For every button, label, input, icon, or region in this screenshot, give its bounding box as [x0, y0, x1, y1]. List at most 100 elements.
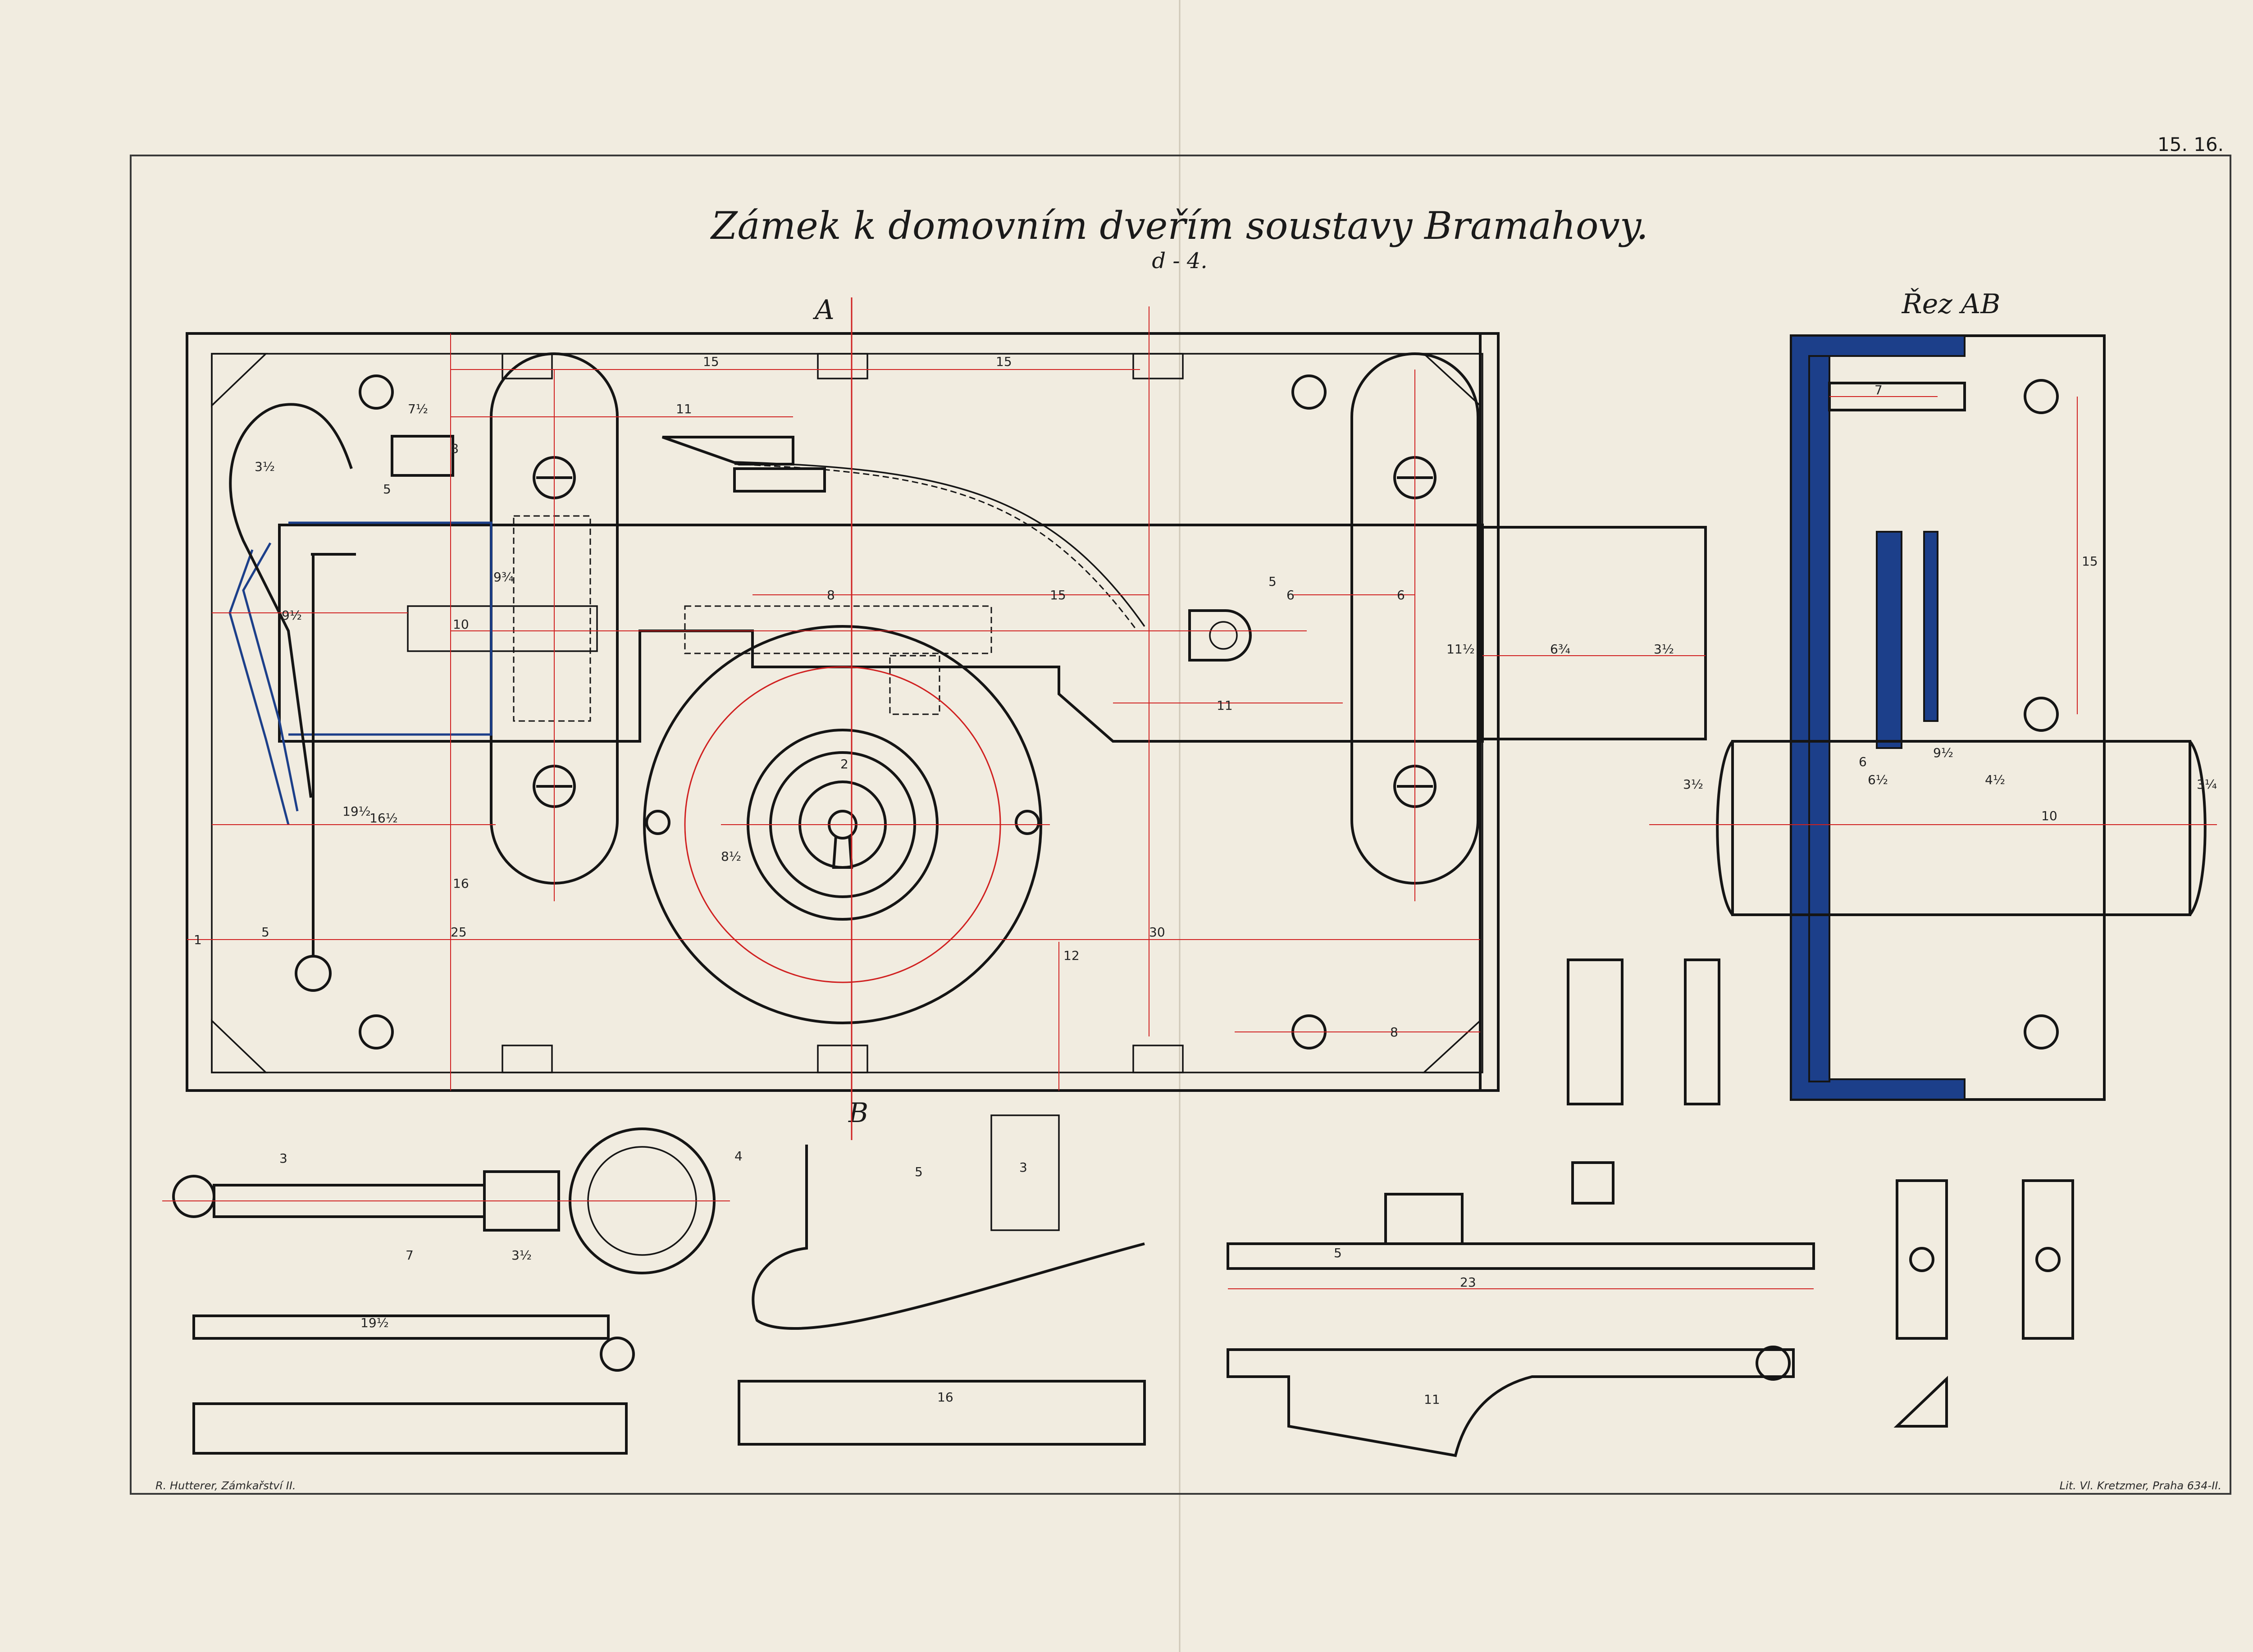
dim-label: 8½: [721, 849, 741, 864]
strip-plate: [738, 1380, 1146, 1446]
tumbler-plate: [391, 435, 454, 477]
case-tab: [1132, 1045, 1184, 1073]
dim-label: 23: [1460, 1275, 1476, 1290]
small-triangle: [1893, 1375, 1948, 1428]
dim-label: 3½: [511, 1248, 532, 1263]
plate-number: 15. 16.: [2157, 133, 2224, 155]
dim-label: 3: [279, 1151, 287, 1166]
hook-eye: [295, 955, 332, 992]
corner-gusset: [211, 1018, 268, 1073]
detail-key: 3 7 3½ 4: [162, 1127, 743, 1274]
section-barrel-end: [2189, 740, 2207, 916]
hidden-slot: [684, 605, 992, 654]
case-tab: [817, 1045, 868, 1073]
lock-case-inner: [211, 353, 1483, 1073]
dim-label: 15: [1050, 588, 1066, 602]
keyway: [832, 835, 853, 869]
small-block: [2022, 1179, 2074, 1340]
corner-gusset: [1422, 1019, 1481, 1073]
lock-case-outer: [186, 332, 1500, 1092]
dim-label: 10: [453, 617, 469, 632]
key-bow-ring: [172, 1175, 215, 1218]
disc-pin: [1015, 810, 1040, 835]
screw-hole: [359, 1014, 394, 1050]
drawing-frame: [130, 155, 2231, 1495]
dim-label: 5: [383, 482, 391, 497]
section-cover: [1808, 355, 1830, 1082]
corner-gusset: [1422, 353, 1481, 407]
section-tumbler: [1876, 531, 1902, 749]
dim-label: 19½: [360, 1315, 389, 1330]
dim-label: 4: [734, 1149, 743, 1164]
dim-label: 7: [1874, 383, 1883, 397]
lever-tab: [1384, 1193, 1464, 1245]
hidden-notch: [889, 655, 940, 715]
detail-strips: 19½ 16: [192, 1314, 1146, 1455]
blue-spring: [228, 549, 290, 825]
dim-label: 3½: [1683, 777, 1703, 792]
dim-label: 9½: [282, 608, 302, 623]
dim-label: 11: [1217, 698, 1233, 713]
footer-printer: Lit. Vl. Kretzmer, Praha 634-II.: [2060, 1479, 2221, 1492]
scale-note: d - 4.: [1152, 248, 1207, 274]
dim-label: 11½: [1446, 642, 1475, 657]
lock-plan-view: 15 15 11 7½ 8 5 3½ 9½ 9¾ 10 8 15 6 6 5 1…: [186, 297, 1707, 1140]
dim-label: 11: [1424, 1392, 1440, 1407]
dim-label: 3½: [1654, 642, 1674, 657]
section-tumbler: [1923, 531, 1938, 722]
case-tab: [502, 353, 553, 379]
case-tab: [1132, 353, 1184, 379]
dim-label: 15: [2082, 554, 2098, 569]
cut-label-a: A: [812, 294, 834, 326]
dim-label: 25: [451, 925, 467, 940]
lock-bolt: [278, 524, 1484, 743]
key-collar: [483, 1170, 560, 1232]
dim-label: 6: [1286, 588, 1295, 602]
dim-label: 9½: [1933, 745, 1953, 760]
dim-label: 3: [1019, 1160, 1027, 1175]
dimension-lines: [187, 333, 1706, 1091]
dim-label: 10: [2041, 808, 2057, 823]
guide-bar-right: [1350, 352, 1479, 885]
section-ab-view: 7 15 10 6 6½ 9½ 4½ 3½ 3¼: [1649, 334, 2217, 1101]
dim-label: 16: [453, 876, 469, 891]
lever-slot: [1188, 609, 1252, 662]
lever-eye: [1756, 1346, 1791, 1381]
small-block-hole: [2035, 1247, 2061, 1272]
strip-bar: [192, 1402, 628, 1455]
detail-hook-spring: 5 3: [752, 1114, 1145, 1330]
small-block: [1571, 1161, 1614, 1205]
hidden-spring: [734, 463, 1136, 629]
dim-label: 8: [1390, 1025, 1398, 1040]
hook-block: [990, 1114, 1060, 1231]
dim-label: 19½: [342, 804, 371, 819]
disc-pin: [645, 810, 670, 835]
small-block: [1684, 958, 1720, 1105]
screw-hole: [359, 374, 394, 410]
footer-author: R. Hutterer, Zámkařství II.: [155, 1479, 296, 1492]
dim-label: 11: [676, 402, 692, 416]
dim-label: 2: [840, 757, 848, 771]
dim-label: 15: [996, 354, 1012, 369]
blue-spring: [242, 542, 299, 812]
lever-pin: [1209, 621, 1238, 650]
dim-label: 5: [1268, 574, 1277, 589]
dim-label: 8: [451, 441, 459, 456]
dim-label: 5: [915, 1164, 923, 1179]
corner-gusset: [211, 353, 268, 408]
detail-small-parts: [1567, 958, 2074, 1428]
bolt-tail-slot: [407, 605, 598, 652]
dim-label: 9¾: [493, 570, 514, 584]
dim-label: 6: [1397, 588, 1405, 602]
lever-bar-top: [1227, 1242, 1815, 1270]
section-barrel: [1731, 740, 2191, 916]
dim-label: 6½: [1868, 772, 1888, 787]
dim-label: 1: [194, 932, 202, 947]
dim-label: 5: [1334, 1246, 1342, 1260]
small-block: [1567, 958, 1624, 1105]
drawing-title: Zámek k domovním dveřím soustavy Bramaho…: [710, 204, 1648, 248]
dim-label: 4½: [1985, 772, 2005, 787]
dim-label: 15: [703, 354, 719, 369]
case-tab: [502, 1045, 553, 1073]
